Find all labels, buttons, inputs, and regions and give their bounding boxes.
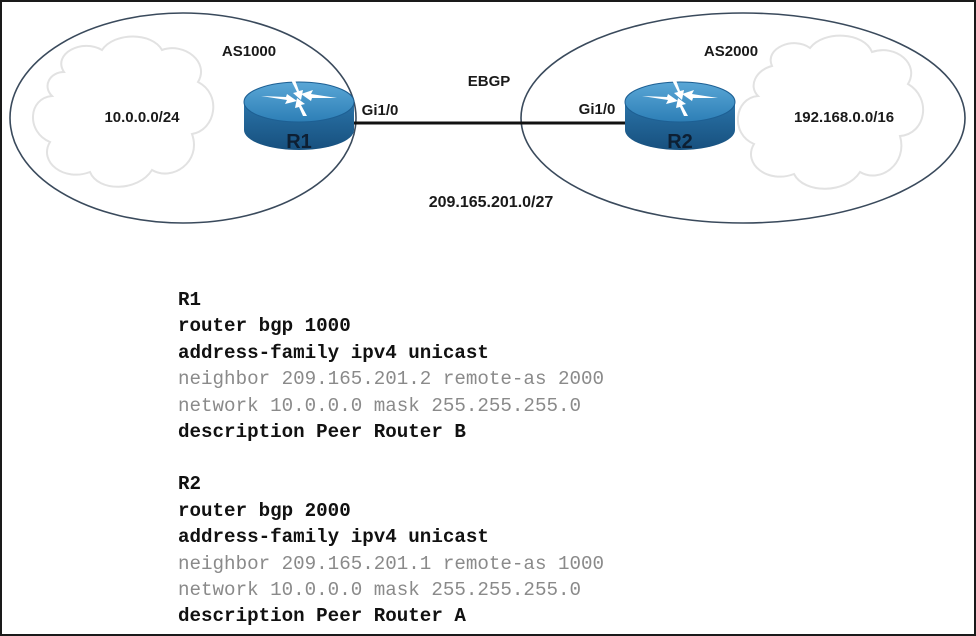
- router-r2-icon: [624, 80, 736, 150]
- config-line: R2: [178, 473, 202, 496]
- config-line: address-family ipv4 unicast: [178, 341, 489, 364]
- as1000-boundary: [9, 12, 357, 224]
- as1000-label: AS1000: [222, 43, 276, 60]
- cloud-right-icon: [737, 34, 925, 190]
- network-right-label: 192.168.0.0/16: [794, 109, 894, 126]
- r1-interface-label: Gi1/0: [362, 102, 399, 119]
- bgp-topology-diagram: AS1000 AS2000 EBGP 10.0.0.0/24 192.168.0…: [9, 12, 966, 224]
- as2000-boundary: [520, 12, 966, 224]
- cloud-left-icon: [32, 35, 215, 188]
- router-r1-icon: [243, 80, 355, 150]
- network-left-label: 10.0.0.0/24: [104, 109, 180, 126]
- ebgp-label: EBGP: [468, 73, 511, 90]
- config-line: neighbor 209.165.201.1 remote-as 1000: [178, 552, 605, 575]
- r1-name-label: R1: [286, 131, 312, 153]
- config-line: address-family ipv4 unicast: [178, 526, 489, 549]
- link-subnet-label: 209.165.201.0/27: [429, 194, 554, 211]
- config-line: router bgp 1000: [178, 315, 351, 338]
- bgp-configuration: R1 router bgp 1000 address-family ipv4 u…: [178, 287, 604, 630]
- config-line: R1: [178, 289, 202, 311]
- config-line: network 10.0.0.0 mask 255.255.255.0: [178, 394, 582, 417]
- config-line: description Peer Router B: [178, 421, 466, 444]
- config-line: router bgp 2000: [178, 499, 351, 522]
- r2-name-label: R2: [667, 131, 693, 153]
- config-line: neighbor 209.165.201.2 remote-as 2000: [178, 368, 605, 391]
- config-block-r1: R1 router bgp 1000 address-family ipv4 u…: [178, 287, 604, 445]
- config-line: network 10.0.0.0 mask 255.255.255.0: [178, 579, 582, 602]
- config-block-r2: R2 router bgp 2000 address-family ipv4 u…: [178, 471, 604, 629]
- as2000-label: AS2000: [704, 43, 758, 60]
- config-line: description Peer Router A: [178, 605, 466, 628]
- r2-interface-label: Gi1/0: [579, 101, 616, 118]
